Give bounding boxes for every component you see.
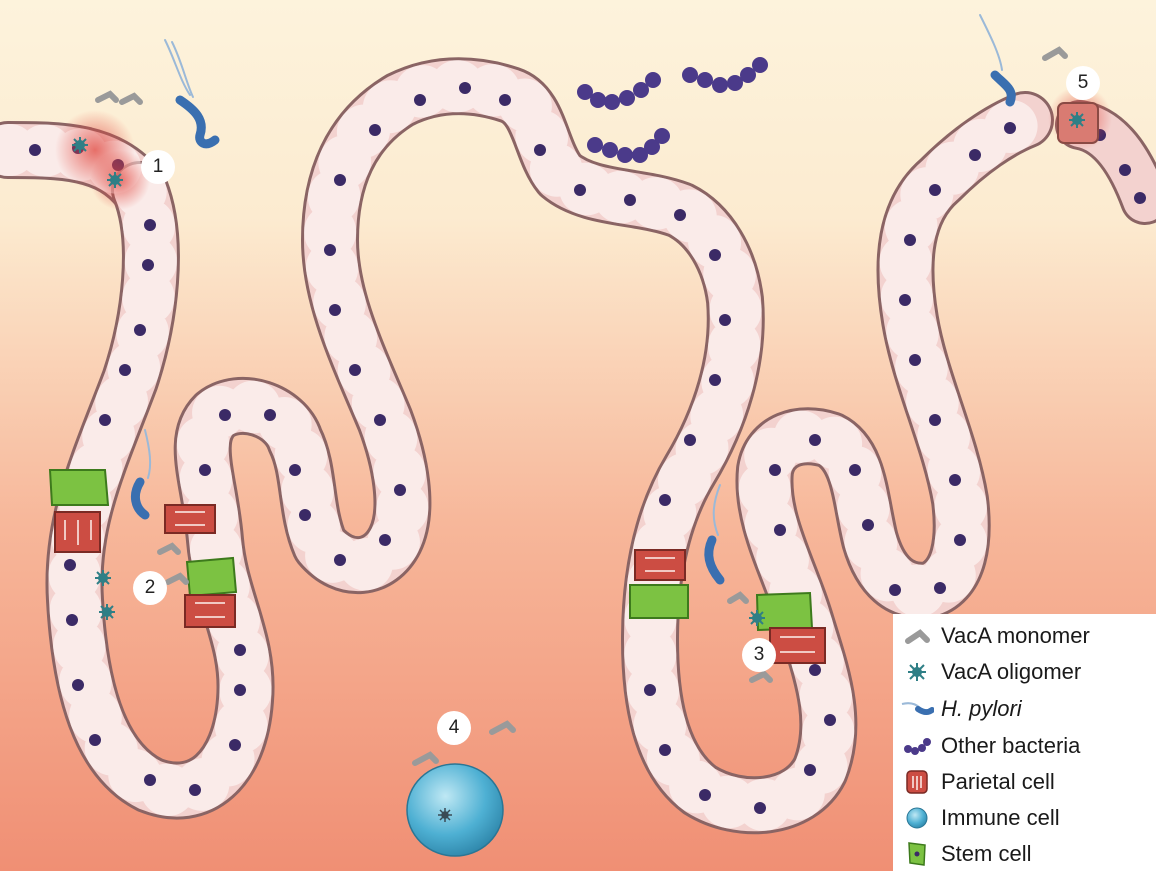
h-pylori-icon	[893, 691, 941, 727]
callout-2: 2	[133, 571, 167, 605]
callout-3: 3	[742, 638, 776, 672]
legend-item-parietal-cell: Parietal cell	[893, 764, 1055, 800]
legend-item-vaca-monomer: VacA monomer	[893, 618, 1090, 654]
legend-label: H. pylori	[941, 696, 1022, 722]
legend-label: VacA monomer	[941, 623, 1090, 649]
callout-4: 4	[437, 711, 471, 745]
other-bacteria-icon	[893, 728, 941, 764]
legend: VacA monomer VacA oligomer H. pylori Oth…	[893, 614, 1156, 871]
legend-label: VacA oligomer	[941, 659, 1081, 685]
legend-item-immune-cell: Immune cell	[893, 800, 1060, 836]
parietal-cell-icon	[893, 764, 941, 800]
legend-item-h-pylori: H. pylori	[893, 691, 1022, 727]
legend-item-vaca-oligomer: VacA oligomer	[893, 654, 1081, 690]
immune-cell	[407, 764, 503, 856]
callout-1: 1	[141, 150, 175, 184]
legend-label: Parietal cell	[941, 769, 1055, 795]
legend-label: Immune cell	[941, 805, 1060, 831]
legend-label: Stem cell	[941, 841, 1031, 867]
callout-5: 5	[1066, 66, 1100, 100]
stem-cell-icon	[893, 836, 941, 872]
vaca-monomer-icon	[893, 618, 941, 654]
immune-cell-icon	[893, 800, 941, 836]
legend-item-stem-cell: Stem cell	[893, 836, 1031, 872]
legend-item-other-bacteria: Other bacteria	[893, 728, 1080, 764]
vaca-oligomer-icon	[893, 654, 941, 690]
legend-label: Other bacteria	[941, 733, 1080, 759]
